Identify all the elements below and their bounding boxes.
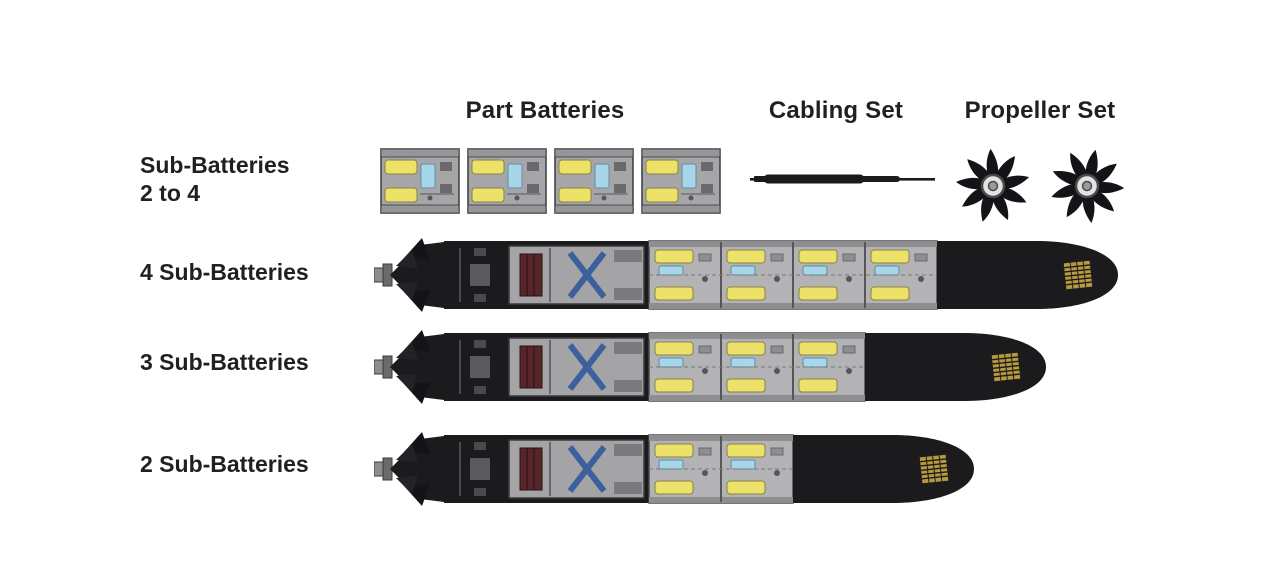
propeller-set-group xyxy=(952,146,1128,226)
torpedo-3-sub-batteries-graphic xyxy=(374,330,1046,404)
label-4-sub-batteries: 4 Sub-Batteries xyxy=(140,259,309,285)
cabling-set-graphic-slot xyxy=(750,166,935,192)
battery-module-icon xyxy=(554,148,634,214)
label-3-sub-batteries: 3 Sub-Batteries xyxy=(140,349,309,375)
header-part-batteries: Part Batteries xyxy=(465,97,625,124)
label-2-sub-batteries: 2 Sub-Batteries xyxy=(140,451,309,477)
torpedo-row-3-sub-batteries xyxy=(374,328,1048,406)
label-sub-batteries-line1: Sub-Batteries xyxy=(140,152,290,178)
header-propeller-set: Propeller Set xyxy=(964,97,1116,124)
part-battery-modules-group xyxy=(380,148,721,214)
propeller-icon xyxy=(956,148,1030,222)
header-cabling-set: Cabling Set xyxy=(768,97,904,124)
battery-module-icon xyxy=(380,148,460,214)
torpedo-row-2-sub-batteries xyxy=(374,430,976,508)
label-sub-batteries-2-to-4: Sub-Batteries 2 to 4 xyxy=(140,151,370,207)
torpedo-row-4-sub-batteries xyxy=(374,236,1120,314)
propeller-icon xyxy=(1051,149,1125,223)
battery-module-icon xyxy=(641,148,721,214)
torpedo-2-sub-batteries-graphic xyxy=(374,432,974,506)
cabling-set-icon xyxy=(750,174,935,184)
battery-module-icon xyxy=(467,148,547,214)
torpedo-4-sub-batteries-graphic xyxy=(374,238,1118,312)
label-sub-batteries-line2: 2 to 4 xyxy=(140,180,201,206)
